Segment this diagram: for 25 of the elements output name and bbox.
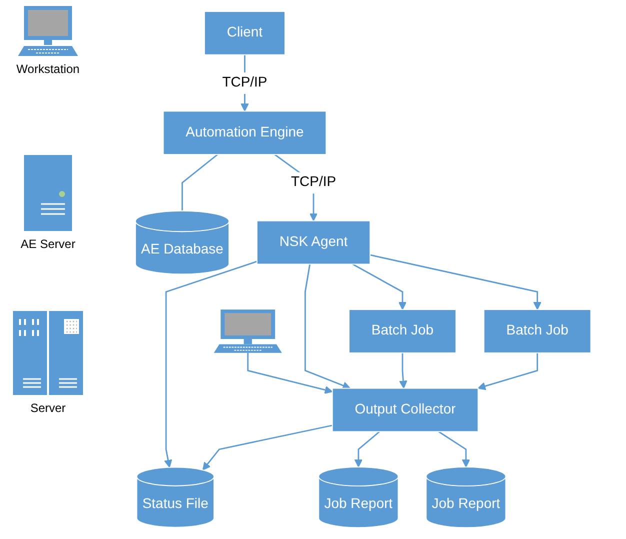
process-box: Batch Job <box>348 309 456 354</box>
process-box: NSK Agent <box>256 220 370 265</box>
arrow <box>352 264 406 310</box>
process-box: Automation Engine <box>162 110 326 155</box>
legend-label: AE Server <box>20 237 76 251</box>
database-cylinder: Status File <box>136 466 214 528</box>
arrow <box>399 352 408 389</box>
legend-label: Workstation <box>16 62 80 76</box>
process-box: Batch Job <box>483 309 592 354</box>
arrow <box>247 352 333 394</box>
arrow <box>438 431 470 468</box>
arrow <box>370 254 542 310</box>
computer-icon <box>214 310 282 353</box>
process-box: Client <box>204 11 286 56</box>
arrow <box>304 264 350 390</box>
arrow <box>202 424 332 470</box>
arrow <box>354 431 380 468</box>
database-cylinder: Job Report <box>426 466 506 528</box>
database-cylinder: AE Database <box>134 210 230 275</box>
process-box: Output Collector <box>332 388 478 432</box>
legend-label: Server <box>30 401 66 415</box>
arrow <box>164 260 258 468</box>
database-cylinder: Job Report <box>318 466 399 528</box>
arrow <box>477 352 538 390</box>
connector-line <box>181 154 218 211</box>
